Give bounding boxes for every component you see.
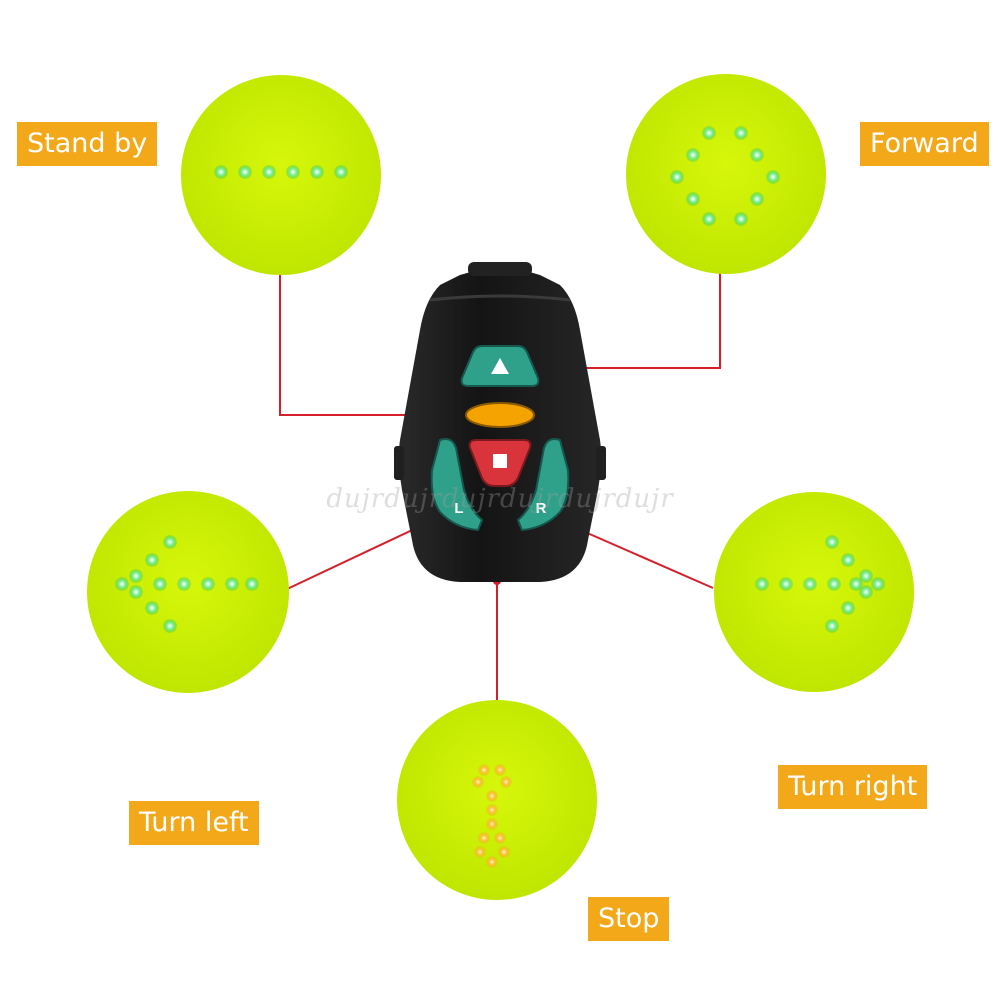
left-arrow-led-icon bbox=[115, 535, 259, 633]
led-dot bbox=[472, 776, 484, 788]
led-dot bbox=[803, 577, 817, 591]
led-dot bbox=[129, 569, 143, 583]
led-dot bbox=[474, 846, 486, 858]
turn-left-panel bbox=[87, 491, 289, 693]
led-dot bbox=[734, 126, 748, 140]
led-dot bbox=[225, 577, 239, 591]
led-dot bbox=[310, 165, 324, 179]
led-dot bbox=[849, 577, 863, 591]
led-dot bbox=[262, 165, 276, 179]
led-dot bbox=[686, 148, 700, 162]
led-dot bbox=[859, 585, 873, 599]
led-dot bbox=[825, 535, 839, 549]
stop-led-icon bbox=[472, 764, 512, 868]
led-dot bbox=[827, 577, 841, 591]
led-dot bbox=[486, 790, 498, 802]
led-dot bbox=[686, 192, 700, 206]
led-dot bbox=[145, 601, 159, 615]
turn-right-panel bbox=[714, 492, 914, 692]
led-dot bbox=[177, 577, 191, 591]
led-dot bbox=[153, 577, 167, 591]
led-dot bbox=[494, 764, 506, 776]
stop-panel bbox=[397, 700, 597, 900]
led-dot bbox=[702, 212, 716, 226]
led-dot bbox=[486, 804, 498, 816]
label-stand-by: Stand by bbox=[17, 122, 158, 166]
led-dot bbox=[871, 577, 885, 591]
square-icon bbox=[493, 454, 507, 468]
up-triangle-icon bbox=[491, 358, 509, 374]
led-dot bbox=[478, 764, 490, 776]
led-dot bbox=[766, 170, 780, 184]
remote-control: L R bbox=[394, 262, 606, 582]
turn-right-button[interactable] bbox=[516, 438, 570, 532]
led-dot bbox=[201, 577, 215, 591]
label-turn-left: Turn left bbox=[129, 801, 259, 845]
forward-led-diamond-icon bbox=[670, 126, 780, 226]
standby-panel bbox=[181, 75, 381, 275]
watermark-text: dujrdujrdujrdujrdujrdujr bbox=[326, 484, 674, 514]
led-dot bbox=[163, 619, 177, 633]
led-dot bbox=[115, 577, 129, 591]
led-dot bbox=[486, 856, 498, 868]
right-button-label: R bbox=[536, 500, 547, 517]
led-dot bbox=[129, 585, 143, 599]
label-forward: Forward bbox=[860, 122, 989, 166]
led-dot bbox=[779, 577, 793, 591]
standby-led-dash-icon bbox=[214, 165, 348, 179]
led-dot bbox=[825, 619, 839, 633]
forward-connector bbox=[525, 270, 721, 369]
led-dot bbox=[859, 569, 873, 583]
led-dot bbox=[702, 126, 716, 140]
turn-left-button[interactable] bbox=[430, 438, 484, 532]
led-dot bbox=[750, 192, 764, 206]
led-dot bbox=[334, 165, 348, 179]
led-dot bbox=[245, 577, 259, 591]
led-dot bbox=[238, 165, 252, 179]
led-dot bbox=[750, 148, 764, 162]
led-dot bbox=[486, 818, 498, 830]
right-arrow-led-icon bbox=[755, 535, 885, 633]
led-dot bbox=[214, 165, 228, 179]
label-stop: Stop bbox=[588, 897, 670, 941]
led-dot bbox=[478, 832, 490, 844]
left-button-label: L bbox=[454, 500, 463, 517]
led-dot bbox=[670, 170, 684, 184]
led-dot bbox=[498, 846, 510, 858]
led-dot bbox=[755, 577, 769, 591]
standby-button[interactable] bbox=[465, 402, 535, 428]
led-dot bbox=[841, 553, 855, 567]
led-dot bbox=[734, 212, 748, 226]
led-dot bbox=[494, 832, 506, 844]
led-dot bbox=[145, 553, 159, 567]
forward-panel bbox=[626, 74, 826, 274]
led-dot bbox=[163, 535, 177, 549]
led-dot bbox=[286, 165, 300, 179]
led-dot bbox=[841, 601, 855, 615]
led-dot bbox=[500, 776, 512, 788]
label-turn-right: Turn right bbox=[778, 765, 928, 809]
